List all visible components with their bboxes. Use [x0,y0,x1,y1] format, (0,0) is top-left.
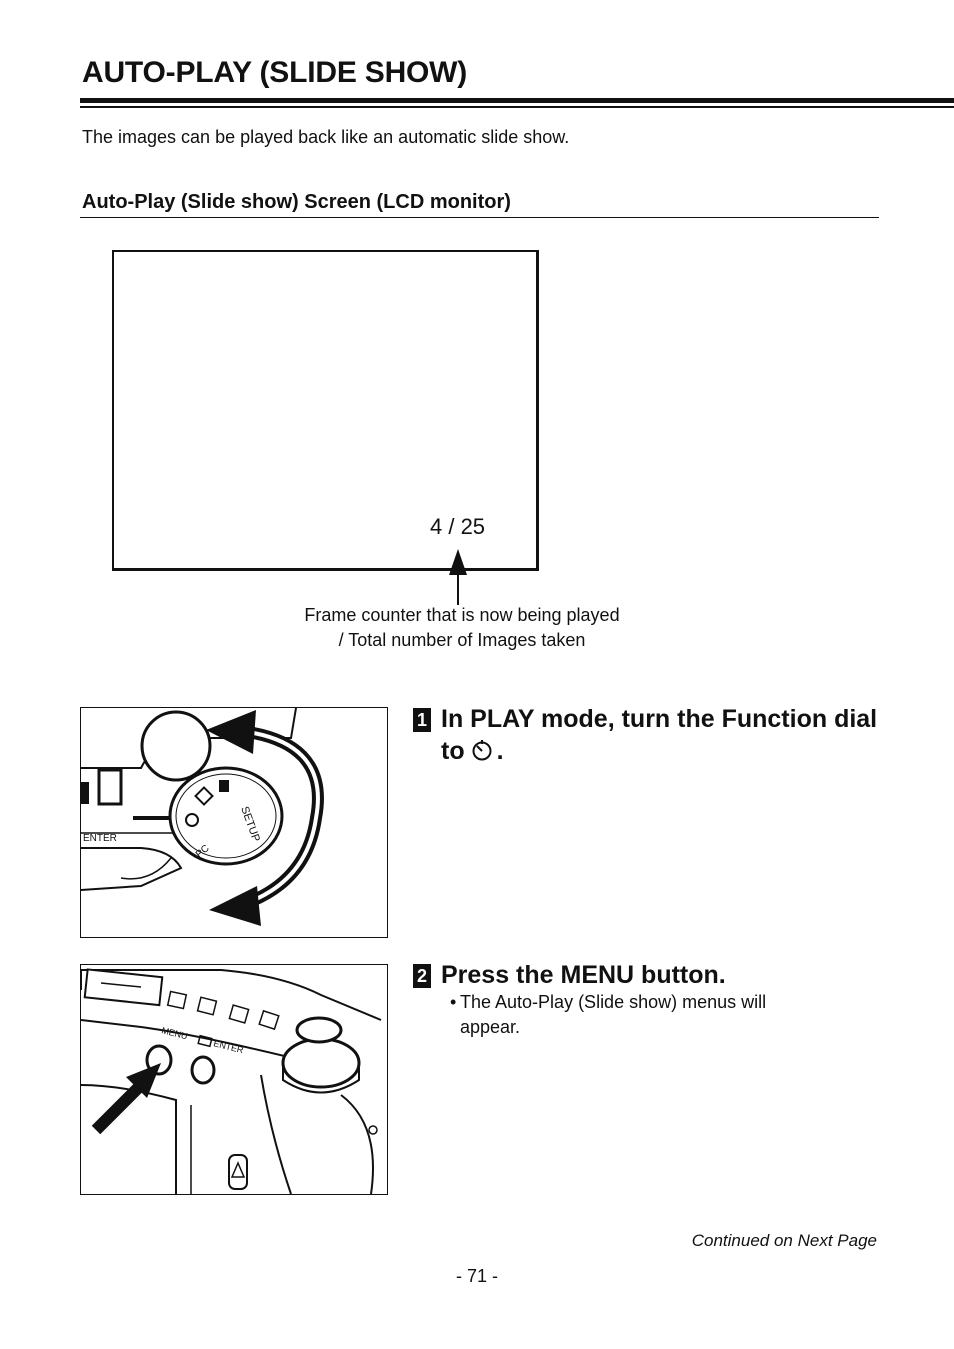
title-rule [80,98,954,103]
caption-line-1: Frame counter that is now being played [304,605,620,625]
step-1-title-end: . [496,737,504,765]
self-timer-icon [472,740,492,761]
function-dial-illustration: ENTER SETUP PC [80,707,388,938]
frame-counter: 4 / 25 [430,514,486,539]
intro-text: The images can be played back like an au… [82,127,570,147]
bullet-icon: • [450,992,457,1012]
lcd-screen-diagram [112,250,539,571]
page-number: - 71 - [455,1266,498,1286]
step-2-title: Press the MENU button. [441,961,726,989]
caption-line-2: / Total number of Images taken [338,630,586,650]
step-2-note-text: The Auto-Play (Slide show) menus will ap… [460,992,767,1037]
menu-button-illustration: MENU ENTER [80,964,388,1195]
section-rule [80,217,879,218]
continued-note: Continued on Next Page [691,1231,877,1250]
step-1-title-text: In PLAY mode, turn the Function dial to [441,705,878,765]
section-heading: Auto-Play (Slide show) Screen (LCD monit… [82,191,511,213]
title-rule-thin [80,106,954,108]
step-2-note: • The Auto-Play (Slide show) menus will … [450,990,830,1040]
enter-label: ENTER [83,833,117,844]
frame-counter-caption: Frame counter that is now being played /… [262,603,662,653]
step-1-title: In PLAY mode, turn the Function dial to … [441,703,881,767]
pointer-arrow [449,549,467,605]
step-2-number: 2 [413,964,431,988]
step-1-number: 1 [413,708,431,732]
page-title: AUTO-PLAY (SLIDE SHOW) [82,56,468,89]
